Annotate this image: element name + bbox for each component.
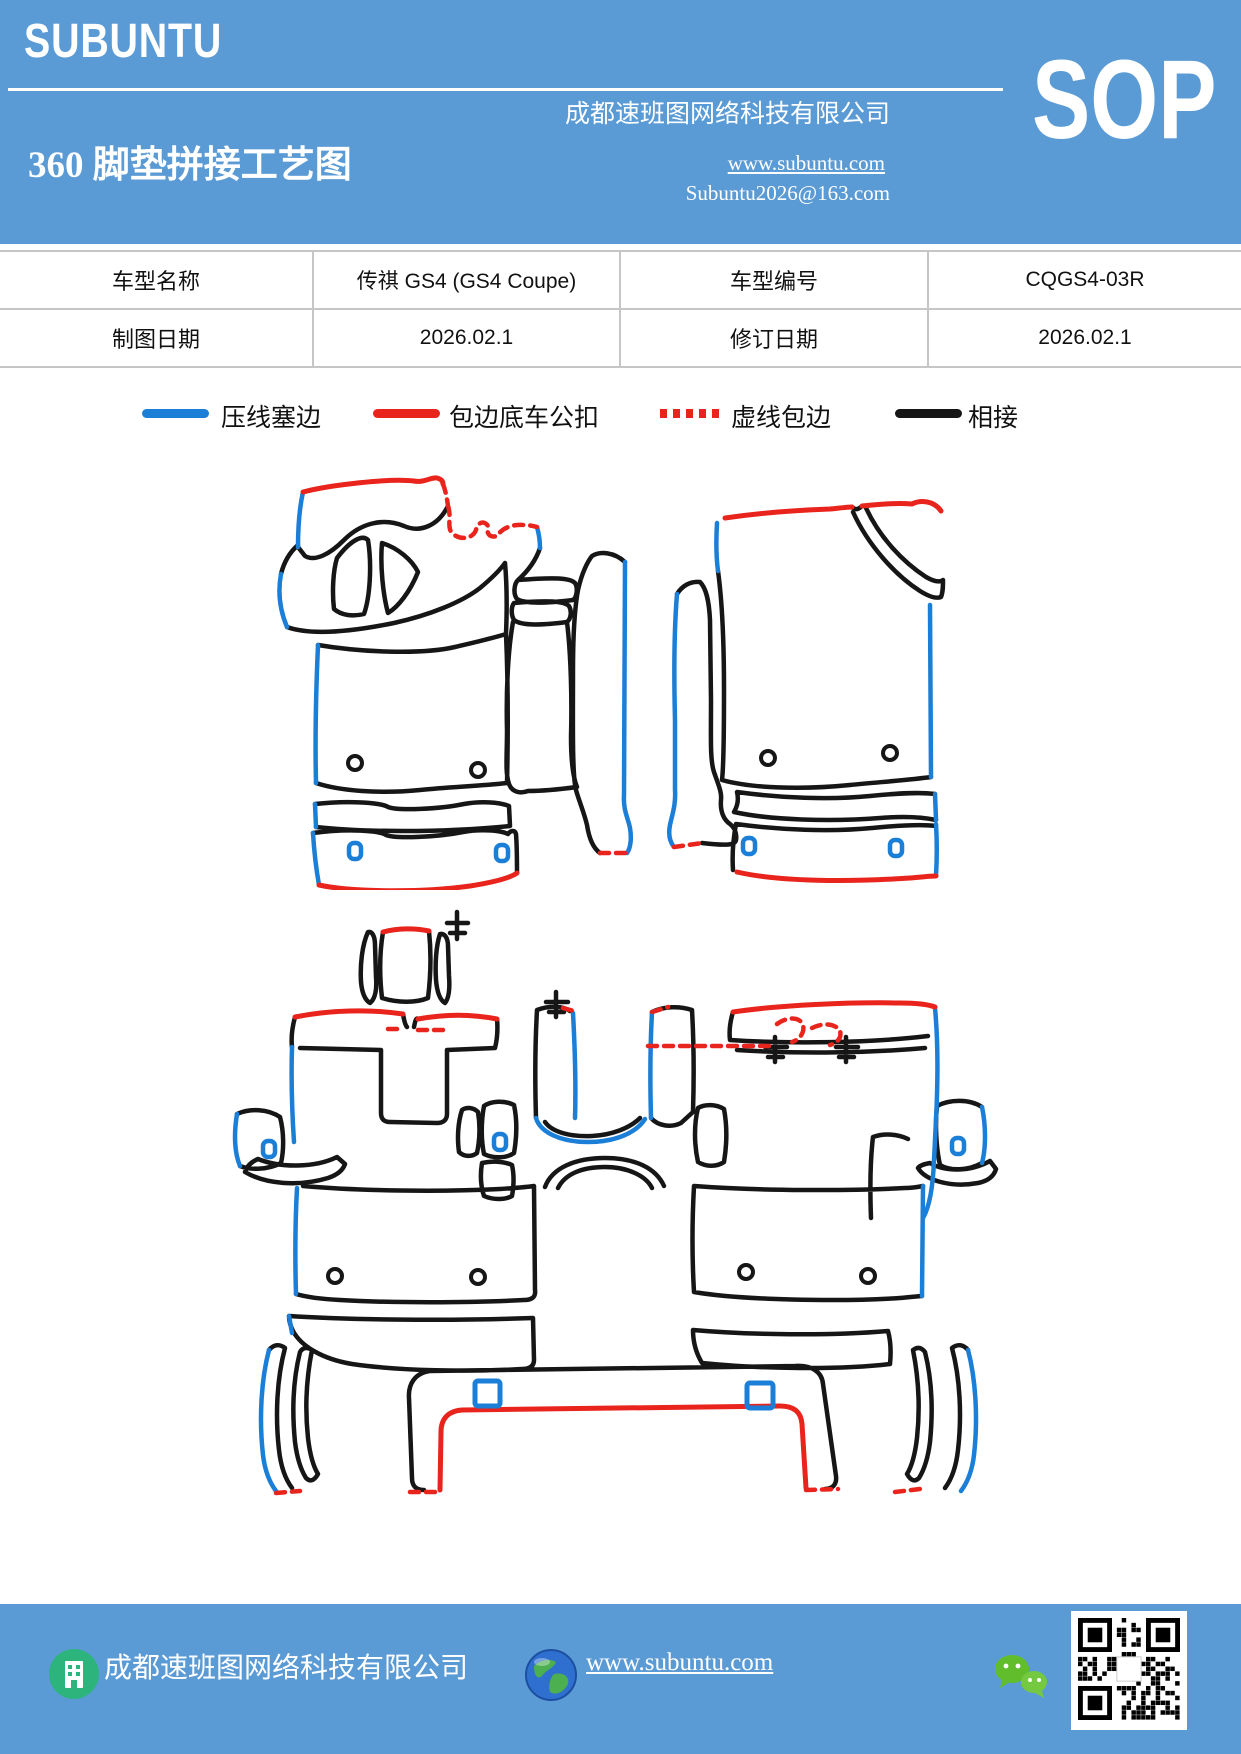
slot-mark bbox=[740, 835, 758, 857]
fixing-hole bbox=[469, 761, 487, 779]
rear-mats-red-dashed-edges bbox=[273, 1004, 923, 1496]
front-mats-fixing-holes bbox=[346, 744, 899, 779]
header-website-link[interactable]: www.subuntu.com bbox=[727, 151, 885, 175]
wechat-icon bbox=[995, 1655, 1047, 1698]
line-type-legend: 压线塞边 包边底车公扣 虚线包边 相接 bbox=[0, 398, 1241, 438]
table-row: 制图日期 2026.02.1 修订日期 2026.02.1 bbox=[0, 308, 1241, 368]
front-mats-blue-slots bbox=[346, 835, 905, 864]
fixing-hole bbox=[346, 754, 364, 772]
front-mats-red-dashed-edges bbox=[440, 481, 705, 856]
trunk-slot-mark bbox=[472, 1378, 503, 1409]
fixing-hole bbox=[859, 1267, 877, 1285]
front-mats-diagram bbox=[277, 475, 946, 890]
slot-mark bbox=[260, 1138, 278, 1160]
brand-logo-text: SUBUNTU bbox=[24, 15, 223, 68]
rear-mats-blue-slots bbox=[260, 1131, 967, 1411]
slot-mark bbox=[346, 840, 364, 862]
front-mats-blue-press-edges bbox=[277, 489, 939, 888]
fixing-hole bbox=[759, 749, 777, 767]
cell-draw-date-label: 制图日期 bbox=[0, 308, 314, 368]
trunk-slot-mark bbox=[744, 1380, 776, 1411]
legend-label: 虚线包边 bbox=[731, 405, 832, 432]
slot-mark bbox=[887, 837, 905, 859]
cell-revise-date-value: 2026.02.1 bbox=[927, 308, 1241, 368]
slot-mark bbox=[491, 1131, 509, 1153]
table-row: 车型名称 传祺 GS4 (GS4 Coupe) 车型编号 CQGS4-03R bbox=[0, 250, 1241, 310]
legend-swatch-red-line bbox=[373, 409, 440, 418]
qr-code bbox=[1071, 1611, 1187, 1730]
header-company-name: 成都速班图网络科技有限公司 bbox=[564, 101, 890, 128]
slot-mark bbox=[949, 1135, 967, 1157]
page-title: 360 脚垫拼接工艺图 bbox=[28, 145, 352, 186]
front-mats-red-binding-edges bbox=[300, 475, 944, 890]
footer-banner: 成都速班图网络科技有限公司 www.subuntu.com bbox=[0, 1604, 1241, 1754]
sop-badge: SOP bbox=[1032, 37, 1217, 162]
cell-model-code-value: CQGS4-03R bbox=[927, 250, 1241, 310]
front-mats-black-outlines bbox=[278, 503, 946, 876]
legend-label: 相接 bbox=[968, 405, 1019, 432]
header-banner: SUBUNTU 成都速班图网络科技有限公司 SOP 360 脚垫拼接工艺图 ww… bbox=[0, 0, 1241, 244]
legend-label: 包边底车公扣 bbox=[449, 405, 600, 432]
footer-website-link[interactable]: www.subuntu.com bbox=[586, 1649, 774, 1676]
rear-mats-red-binding-edges bbox=[292, 926, 938, 1493]
rear-mats-blue-press-edges bbox=[232, 1005, 988, 1494]
footer-company-name: 成都速班图网络科技有限公司 bbox=[104, 1653, 469, 1684]
building-icon bbox=[49, 1649, 99, 1699]
slot-mark bbox=[493, 842, 511, 864]
fixing-hole bbox=[737, 1263, 755, 1281]
vehicle-info-table: 车型名称 传祺 GS4 (GS4 Coupe) 车型编号 CQGS4-03R 制… bbox=[0, 250, 1241, 368]
cell-draw-date-value: 2026.02.1 bbox=[312, 308, 621, 368]
legend-swatch-black-line bbox=[895, 409, 962, 418]
rear-mats-black-outlines bbox=[234, 909, 999, 1493]
legend-label: 压线塞边 bbox=[221, 405, 322, 432]
cell-model-name-label: 车型名称 bbox=[0, 250, 314, 310]
globe-icon bbox=[525, 1649, 577, 1701]
header-email: Subuntu2026@163.com bbox=[685, 181, 890, 205]
legend-swatch-red-dashed-line bbox=[660, 409, 722, 418]
legend-swatch-blue-line bbox=[142, 409, 209, 418]
fixing-hole bbox=[881, 744, 899, 762]
cell-model-name-value: 传祺 GS4 (GS4 Coupe) bbox=[312, 250, 621, 310]
rear-mats-diagram bbox=[232, 909, 999, 1496]
rear-mats-fixing-holes bbox=[326, 1263, 877, 1286]
fixing-hole bbox=[469, 1268, 487, 1286]
cell-revise-date-label: 修订日期 bbox=[619, 308, 929, 368]
fixing-hole bbox=[326, 1267, 344, 1285]
cell-model-code-label: 车型编号 bbox=[619, 250, 929, 310]
header-divider-line bbox=[8, 88, 1003, 91]
